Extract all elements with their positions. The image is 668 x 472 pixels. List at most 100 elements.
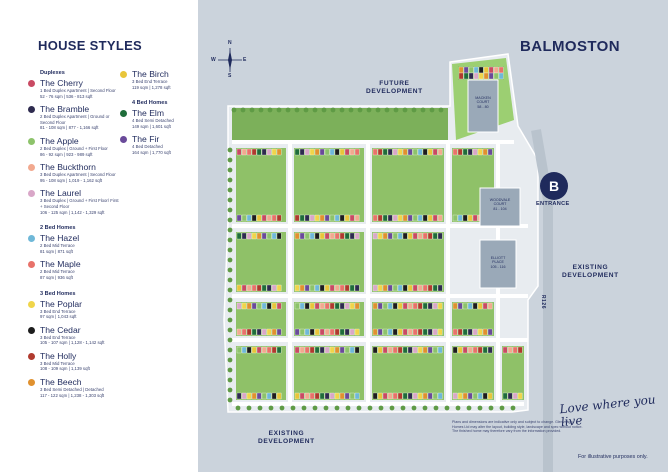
house-plot xyxy=(251,214,257,222)
house-plot xyxy=(472,346,478,354)
garden-block xyxy=(372,232,444,292)
house-plot xyxy=(487,148,493,156)
legend-item-description: 3 Bed End Terrace xyxy=(40,334,76,340)
house-plot xyxy=(427,284,433,292)
garden-block xyxy=(372,346,444,400)
house-plot xyxy=(276,346,282,354)
house-plot xyxy=(266,302,272,310)
tree xyxy=(227,327,233,333)
house-plot xyxy=(372,214,378,222)
house-plot xyxy=(488,66,494,74)
house-plot xyxy=(387,232,393,240)
house-plot xyxy=(276,392,282,400)
house-plot xyxy=(458,72,464,80)
house-plot xyxy=(271,284,277,292)
house-plot xyxy=(412,328,418,336)
house-plot xyxy=(236,302,242,310)
house-plot xyxy=(402,214,408,222)
house-plot xyxy=(324,392,330,400)
house-plot xyxy=(246,302,252,310)
legend-item-description: 2 Bed Mid Terrace xyxy=(40,243,75,249)
house-plot xyxy=(251,346,257,354)
house-plot xyxy=(392,392,398,400)
house-plot xyxy=(397,302,403,310)
house-plot xyxy=(482,148,488,156)
house-plot xyxy=(382,214,388,222)
tree xyxy=(227,147,233,153)
house-plot xyxy=(344,284,350,292)
house-plot xyxy=(261,214,267,222)
entrance-marker[interactable]: B xyxy=(540,172,568,200)
house-plot xyxy=(382,346,388,354)
house-plot xyxy=(241,284,247,292)
legend-item-description: 4 Bed Semi Detached xyxy=(132,118,174,124)
house-plot xyxy=(482,346,488,354)
house-plot xyxy=(472,328,478,336)
house-plot xyxy=(392,148,398,156)
house-plot xyxy=(349,392,355,400)
house-plot xyxy=(468,66,474,74)
house-plot xyxy=(377,392,383,400)
tree xyxy=(227,257,233,263)
legend-item-description: 3 Bed Mid Terrace xyxy=(40,360,75,366)
house-plot xyxy=(299,232,305,240)
tree xyxy=(227,287,233,293)
garden-block xyxy=(294,346,364,400)
legend-item-name: The Buckthorn xyxy=(40,162,96,173)
house-plot xyxy=(251,284,257,292)
house-plot xyxy=(304,392,310,400)
house-plot xyxy=(339,214,345,222)
house-plot xyxy=(241,392,247,400)
house-plot xyxy=(387,284,393,292)
house-plot xyxy=(354,148,360,156)
house-plot xyxy=(427,302,433,310)
house-plot xyxy=(271,328,277,336)
house-plot xyxy=(452,346,458,354)
house-plot xyxy=(462,392,468,400)
house-plot xyxy=(407,214,413,222)
house-plot xyxy=(372,302,378,310)
legend-group-heading: 2 Bed Homes xyxy=(40,225,76,232)
tree xyxy=(339,107,345,113)
tree xyxy=(227,157,233,163)
legend-item-size: 105 - 107 sqm | 1,128 - 1,142 sqft xyxy=(40,340,105,346)
house-plot xyxy=(437,232,443,240)
house-plot xyxy=(427,214,433,222)
tree xyxy=(249,107,255,113)
legend-item-name: The Holly xyxy=(40,350,77,361)
tree xyxy=(330,107,336,113)
internal-roads xyxy=(232,140,528,406)
legend-title: HOUSE STYLES xyxy=(38,38,143,53)
tree xyxy=(433,405,439,411)
house-plot xyxy=(372,328,378,336)
house-plot xyxy=(432,232,438,240)
house-plot xyxy=(472,214,478,222)
house-plot xyxy=(487,346,493,354)
house-plot xyxy=(334,284,340,292)
house-plot xyxy=(432,328,438,336)
house-plot xyxy=(422,346,428,354)
legend-item-description: 3 Bed End Terrace xyxy=(132,79,168,84)
house-plot xyxy=(271,302,277,310)
house-plot xyxy=(266,148,272,156)
legend-item-name: The Poplar xyxy=(40,298,83,309)
house-plot xyxy=(372,284,378,292)
entrance-label: ENTRANCE xyxy=(536,201,570,207)
legend-color-swatch xyxy=(28,235,35,243)
house-plot xyxy=(256,214,262,222)
house-plot xyxy=(427,328,433,336)
legend-group-heading: 4 Bed Homes xyxy=(132,100,168,107)
legend-item-size: 117 - 122 sqm | 1,238 - 1,303 sqft xyxy=(40,392,105,398)
house-plot xyxy=(334,214,340,222)
house-plot xyxy=(319,284,325,292)
tree xyxy=(312,107,318,113)
legend-item-name: The Maple xyxy=(40,259,81,270)
house-plot xyxy=(329,214,335,222)
house-plot xyxy=(458,66,464,74)
house-plot xyxy=(299,328,305,336)
house-plot xyxy=(417,302,423,310)
